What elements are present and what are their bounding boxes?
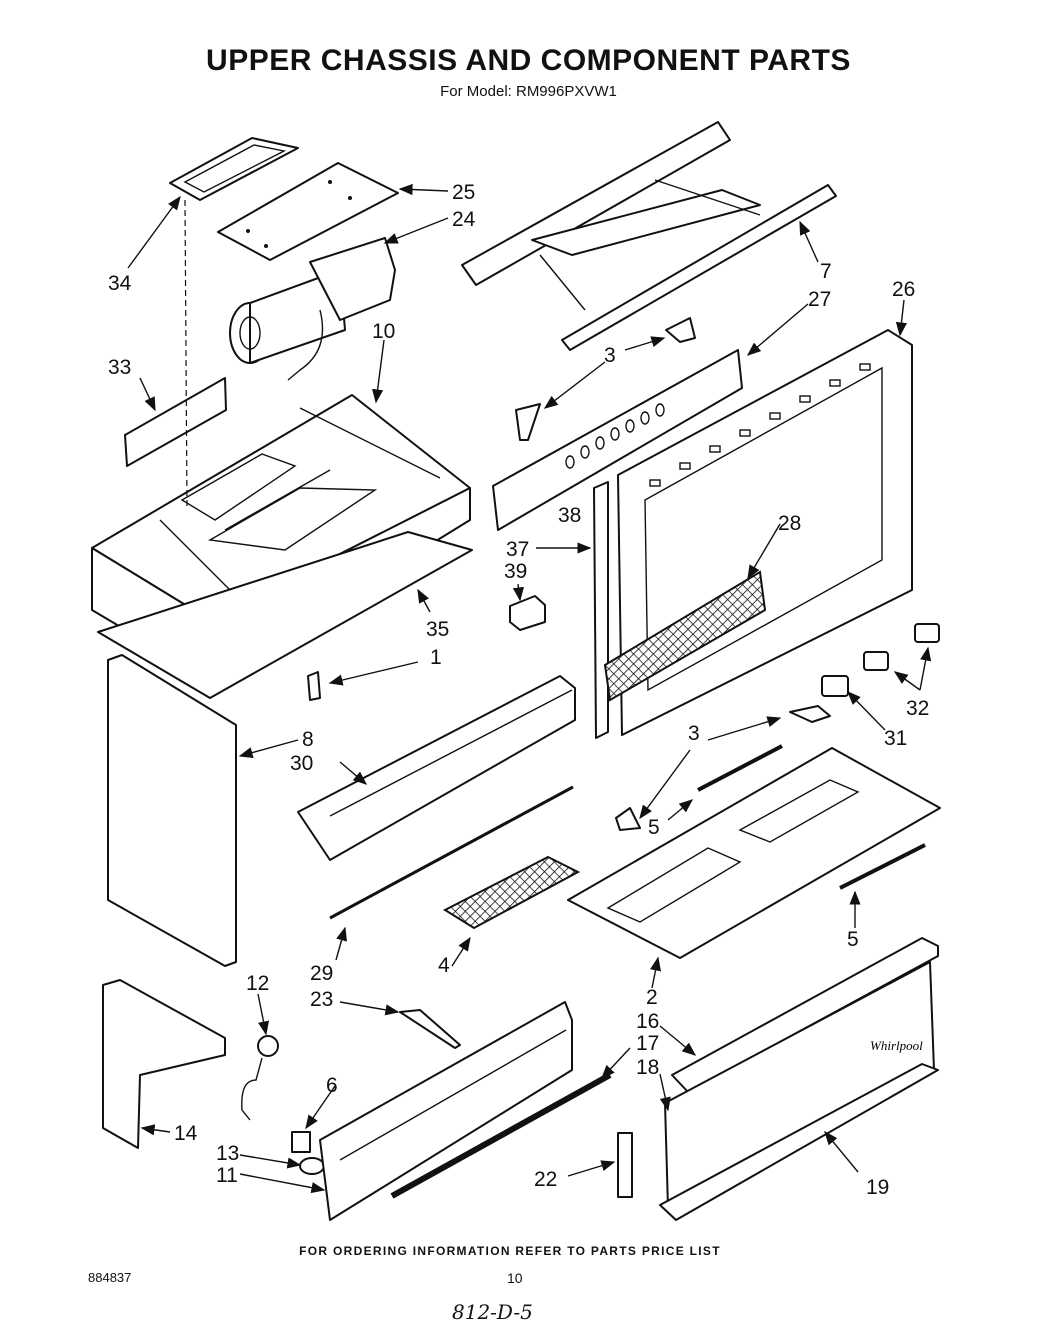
part-28-mesh-filter xyxy=(603,570,767,702)
callout-35: 35 xyxy=(426,618,449,641)
part-14-side-bracket xyxy=(102,979,226,1149)
callout-numbers: 25 24 34 33 10 7 27 26 3 28 38 37 39 35 … xyxy=(108,181,929,1199)
part-34-vent-grille xyxy=(169,137,299,201)
part-25-plate xyxy=(217,162,399,261)
part-1-clip xyxy=(307,671,321,701)
callout-24: 24 xyxy=(452,208,476,231)
callout-26: 26 xyxy=(892,278,915,301)
part-39-block xyxy=(509,595,546,631)
callout-12: 12 xyxy=(246,972,269,995)
part-27-control-panel xyxy=(492,349,743,531)
callout-32: 32 xyxy=(906,697,929,720)
callout-6: 6 xyxy=(326,1074,338,1097)
callout-28: 28 xyxy=(778,512,801,535)
part-35-bottom-plate xyxy=(97,531,473,699)
part-16-top-trim xyxy=(671,937,939,1093)
handwritten-note: 812-D-5 xyxy=(452,1300,533,1324)
part-17-light-tube xyxy=(390,1072,612,1199)
part-2-bottom-chassis xyxy=(567,747,941,959)
part-38-side-strip xyxy=(593,481,609,739)
part-lower-front-rail xyxy=(319,1001,573,1221)
callout-7: 7 xyxy=(820,260,832,283)
callout-30: 30 xyxy=(290,752,313,775)
part-23-wire-harness xyxy=(399,1009,461,1049)
part-5-strip-lower xyxy=(839,843,926,890)
callout-16: 16 xyxy=(636,1010,659,1033)
callout-34: 34 xyxy=(108,272,132,295)
callout-4: 4 xyxy=(438,954,450,977)
callout-39: 39 xyxy=(504,560,527,583)
callout-11: 11 xyxy=(216,1164,238,1187)
callout-29: 29 xyxy=(310,962,333,985)
callout-13: 13 xyxy=(216,1142,239,1165)
part-29-rod xyxy=(329,785,574,920)
callout-18: 18 xyxy=(636,1056,659,1079)
callout-37: 37 xyxy=(506,538,529,561)
part-31-switch xyxy=(821,675,849,697)
callout-19: 19 xyxy=(866,1176,889,1199)
callout-5-right: 5 xyxy=(847,928,859,951)
part-30-duct xyxy=(297,675,576,861)
callout-17: 17 xyxy=(636,1032,659,1055)
part-22-post xyxy=(617,1132,633,1198)
brand-wordmark: Whirlpool xyxy=(870,1038,923,1053)
part-13-socket xyxy=(299,1157,325,1175)
callout-3-lower: 3 xyxy=(688,722,700,745)
part-6-thermostat xyxy=(291,1131,311,1153)
callout-8: 8 xyxy=(302,728,314,751)
callout-5-left: 5 xyxy=(648,816,660,839)
callout-23: 23 xyxy=(310,988,333,1011)
part-33-small-panel xyxy=(124,377,227,467)
callout-10: 10 xyxy=(372,320,395,343)
callout-27: 27 xyxy=(808,288,831,311)
callout-14: 14 xyxy=(174,1122,198,1145)
callout-38: 38 xyxy=(558,504,581,527)
callout-31: 31 xyxy=(884,727,907,750)
ordering-info-note: FOR ORDERING INFORMATION REFER TO PARTS … xyxy=(299,1244,721,1258)
part-3-bracket-right xyxy=(789,705,831,723)
part-8-side-panel xyxy=(107,654,237,967)
part-32-latches xyxy=(863,623,940,671)
leader-lines xyxy=(127,183,932,1194)
callout-33: 33 xyxy=(108,356,131,379)
part-4-grease-filter xyxy=(442,855,581,930)
part-5-strip-upper xyxy=(697,744,783,792)
callout-2: 2 xyxy=(646,986,658,1009)
part-3-bracket-mid xyxy=(515,403,541,441)
part-7-top-frame xyxy=(461,121,837,351)
callout-25: 25 xyxy=(452,181,475,204)
page-title: UPPER CHASSIS AND COMPONENT PARTS xyxy=(206,44,851,77)
part-24-blower-motor xyxy=(229,237,396,381)
callout-22: 22 xyxy=(534,1168,557,1191)
page-number: 10 xyxy=(507,1270,523,1286)
part-26-door-frame xyxy=(617,329,913,736)
callout-1: 1 xyxy=(430,646,442,669)
part-3-bracket-lower xyxy=(615,807,641,831)
part-12-sensor xyxy=(241,1035,279,1121)
model-subtitle: For Model: RM996PXVW1 xyxy=(440,83,617,100)
document-number: 884837 xyxy=(88,1270,132,1285)
part-3-bracket-upper xyxy=(665,317,696,343)
part-19-bottom-trim xyxy=(659,1063,939,1221)
callout-3-upper: 3 xyxy=(604,344,616,367)
